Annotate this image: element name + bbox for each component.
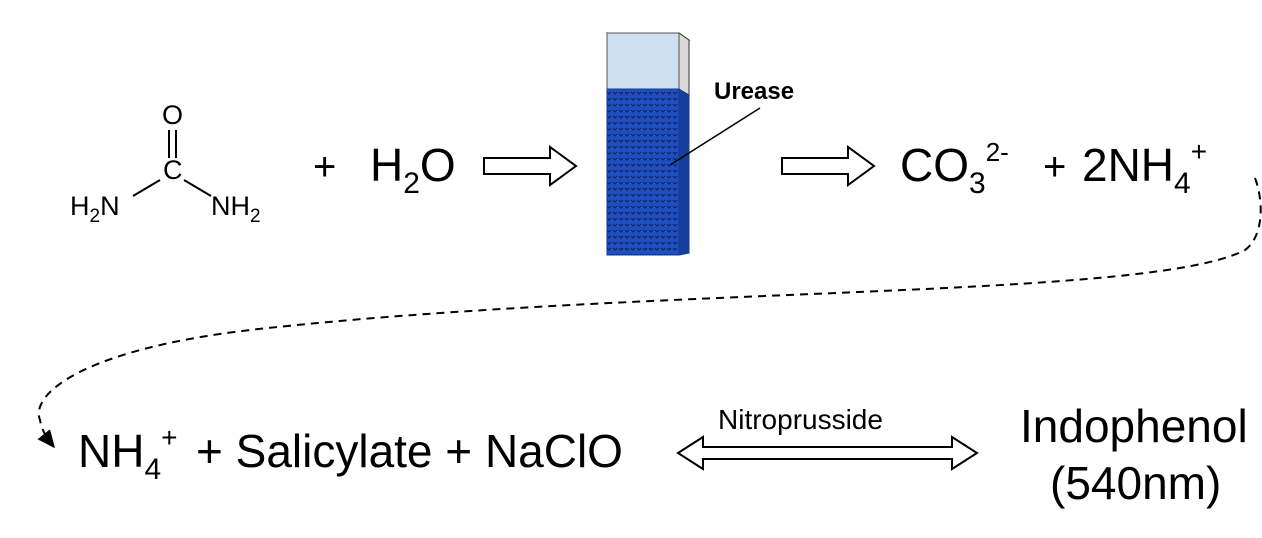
plus-sign-1: + [313,145,337,189]
urea-nh2: NH2 [211,191,261,227]
urea-h2n: H2N [70,191,120,227]
reaction-arrow-2 [781,145,876,187]
urea-bonds [132,130,212,197]
reaction-arrow-1 [483,145,578,187]
plus-sign-2: + [1043,145,1067,189]
wavelength-label: (540nm) [1050,457,1222,509]
reactants-text: + Salicylate + NaClO [196,425,623,477]
equilibrium-arrow [676,435,979,471]
dashed-connector-arrow [37,177,1262,449]
ammonium-formula-2: NH4+ [78,422,178,486]
urea-carbon: C [163,155,183,185]
urease-label: Urease [714,78,795,105]
urease-tube [605,32,761,256]
nitroprusside-label: Nitroprusside [718,404,883,435]
ammonium-formula-1: 2NH4+ [1082,136,1208,200]
urea-oxygen: O [162,100,184,130]
indophenol-label: Indophenol [1020,400,1248,452]
water-formula: H2O [370,139,456,200]
carbonate-formula: CO32- [900,137,1009,200]
